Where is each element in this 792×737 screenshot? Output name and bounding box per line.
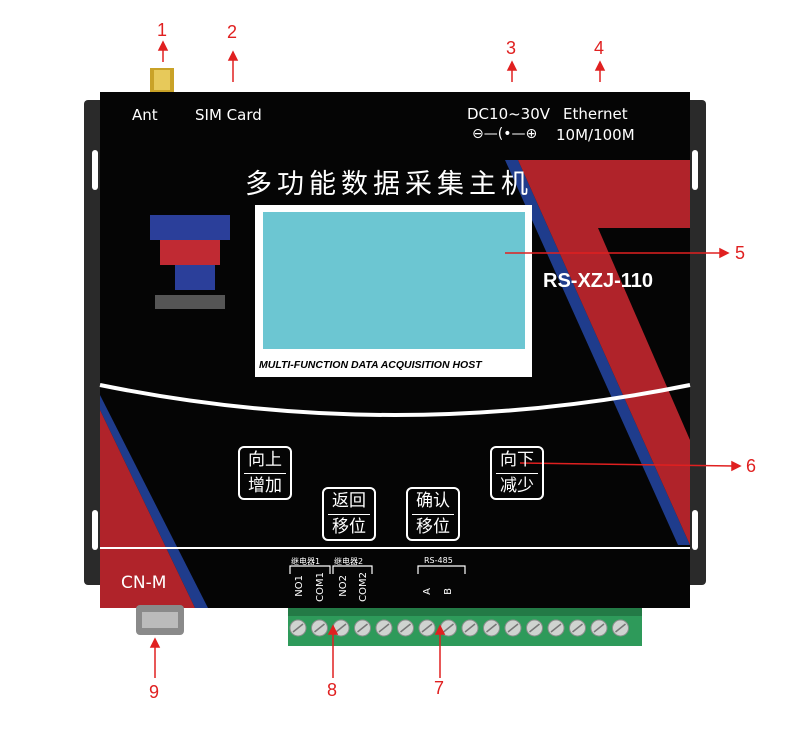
sim-card-label: SIM Card: [195, 106, 262, 124]
up-increase-button[interactable]: 向上增加: [238, 446, 292, 500]
com1-label: COM1: [315, 572, 326, 602]
callout-2: 2: [227, 22, 238, 42]
button-label: 向上: [248, 450, 282, 470]
confirm-shift-button[interactable]: 确认移位: [406, 487, 460, 541]
callout-5: 5: [735, 243, 746, 263]
callout-3: 3: [506, 38, 517, 58]
no1-label: NO1: [294, 575, 305, 597]
rs485-label: RS-485: [424, 556, 453, 565]
button-label: 增加: [248, 476, 282, 496]
power-label: DC10~30V: [467, 105, 551, 123]
button-label: 减少: [500, 476, 534, 496]
lcd-screen: [263, 212, 525, 349]
callout-9: 9: [149, 682, 160, 702]
ethernet-speed-label: 10M/100M: [556, 126, 635, 144]
device-title: 多功能数据采集主机: [245, 169, 533, 200]
screen-caption: MULTI-FUNCTION DATA ACQUISITION HOST: [259, 359, 482, 371]
button-label: 向下: [500, 450, 534, 470]
b-label: B: [443, 588, 454, 595]
relay1-label: 继电器1: [291, 557, 321, 566]
button-label: 确认: [416, 491, 450, 511]
callout-7: 7: [434, 678, 445, 698]
relay2-label: 继电器2: [334, 557, 364, 566]
right-mount-ear: [686, 100, 706, 585]
power-polarity-icon: ⊖—(•—⊕: [472, 126, 538, 142]
a-label: A: [422, 588, 433, 595]
no2-label: NO2: [338, 575, 349, 597]
ethernet-label: Ethernet: [563, 105, 628, 123]
down-decrease-button[interactable]: 向下减少: [490, 446, 544, 500]
white-curve: [99, 383, 691, 417]
button-label: 移位: [416, 517, 450, 537]
callout-4: 4: [594, 38, 605, 58]
com2-label: COM2: [358, 572, 369, 602]
callout-8: 8: [327, 680, 338, 700]
back-shift-button[interactable]: 返回移位: [322, 487, 376, 541]
cn-m-label: CN-M: [121, 573, 167, 593]
button-label: 返回: [332, 491, 366, 511]
blue-stripe: [505, 160, 690, 545]
left-mount-ear: [84, 100, 104, 585]
ant-label: Ant: [132, 106, 158, 124]
model-number: RS-XZJ-110: [543, 270, 654, 292]
button-label: 移位: [332, 517, 366, 537]
blurred-logo: [150, 215, 230, 309]
callout-6: 6: [746, 456, 757, 476]
callout-1: 1: [157, 20, 168, 40]
